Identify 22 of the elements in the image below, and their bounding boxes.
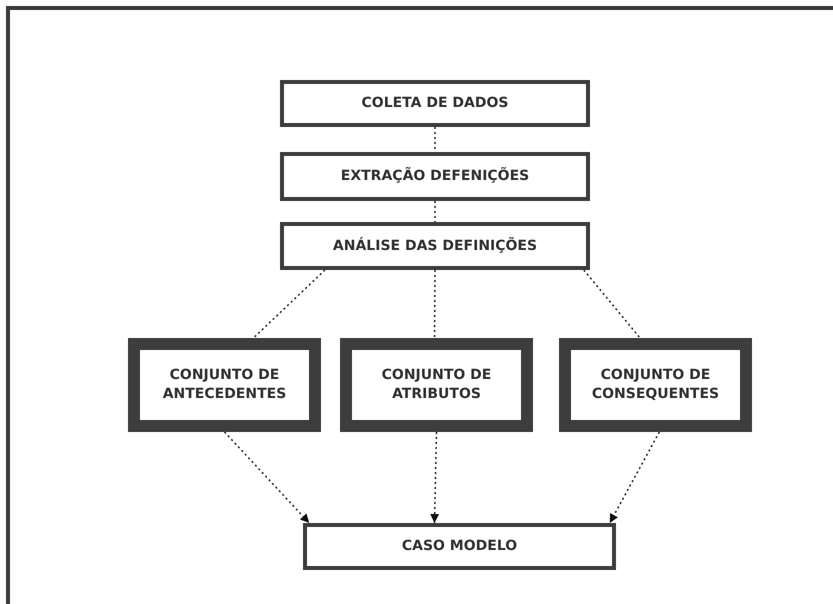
box-label: EXTRAÇÃO DEFENIÇÕES: [340, 167, 530, 186]
box-label: CASO MODELO: [402, 537, 518, 556]
connector-line: [434, 270, 436, 338]
process-box: [340, 338, 533, 432]
process-box: [559, 338, 752, 432]
process-box: [280, 152, 590, 201]
connector-line: [434, 201, 436, 222]
process-box: [303, 523, 616, 570]
arrow: [430, 432, 440, 524]
box-label: CONJUNTO DE ATRIBUTOS: [380, 366, 492, 404]
box-label: CONJUNTO DE ANTECEDENTES: [162, 366, 288, 404]
process-box: [280, 80, 590, 127]
arrow: [224, 431, 310, 524]
box-label: ANÁLISE DAS DEFINIÇÕES: [332, 236, 538, 256]
box-label: COLETA DE DADOS: [362, 94, 508, 113]
process-box: [280, 222, 590, 270]
connector-line: [583, 270, 641, 338]
process-box: [128, 338, 321, 432]
connector-line: [434, 127, 436, 152]
arrow: [609, 432, 660, 524]
box-label: CONJUNTO DE CONSEQUENTES: [590, 366, 720, 404]
connector-line: [252, 269, 326, 339]
